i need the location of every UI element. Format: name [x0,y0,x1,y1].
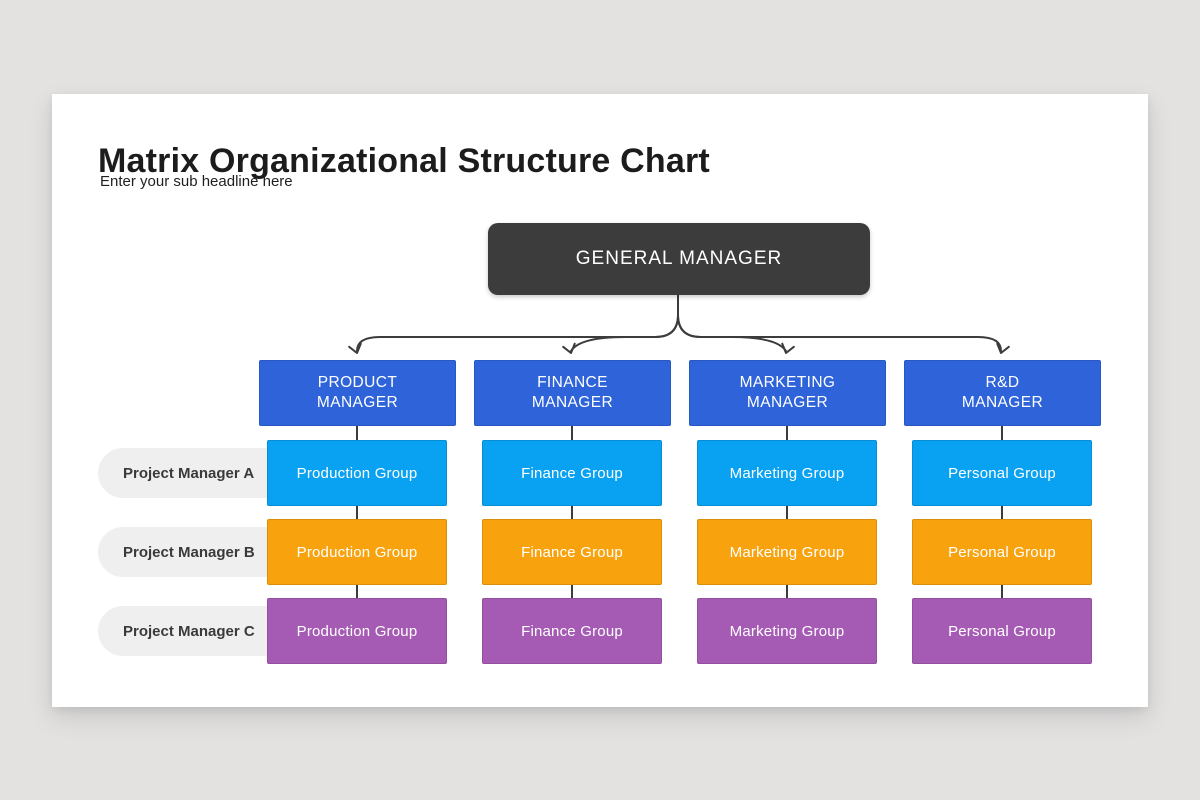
row-label-project-manager-a: Project Manager A [98,448,294,498]
page-subtitle: Enter your sub headline here [100,173,293,190]
cell-marketing-group-row-b: Marketing Group [697,519,877,585]
cell-finance-group-row-a: Finance Group [482,440,662,506]
cell-marketing-group-row-c: Marketing Group [697,598,877,664]
node-product-manager: PRODUCT MANAGER [259,360,456,426]
cell-marketing-group-row-a: Marketing Group [697,440,877,506]
cell-finance-group-row-b: Finance Group [482,519,662,585]
cell-production-group-row-b: Production Group [267,519,447,585]
cell-finance-group-row-c: Finance Group [482,598,662,664]
node-general-manager: GENERAL MANAGER [488,223,870,295]
node-marketing-manager: MARKETING MANAGER [689,360,886,426]
node-finance-manager: FINANCE MANAGER [474,360,671,426]
node-rnd-manager: R&D MANAGER [904,360,1101,426]
cell-personal-group-row-c: Personal Group [912,598,1092,664]
page-title: Matrix Organizational Structure Chart [98,141,710,180]
row-label-project-manager-b: Project Manager B [98,527,294,577]
cell-production-group-row-a: Production Group [267,440,447,506]
cell-personal-group-row-a: Personal Group [912,440,1092,506]
row-label-project-manager-c: Project Manager C [98,606,294,656]
cell-production-group-row-c: Production Group [267,598,447,664]
cell-personal-group-row-b: Personal Group [912,519,1092,585]
